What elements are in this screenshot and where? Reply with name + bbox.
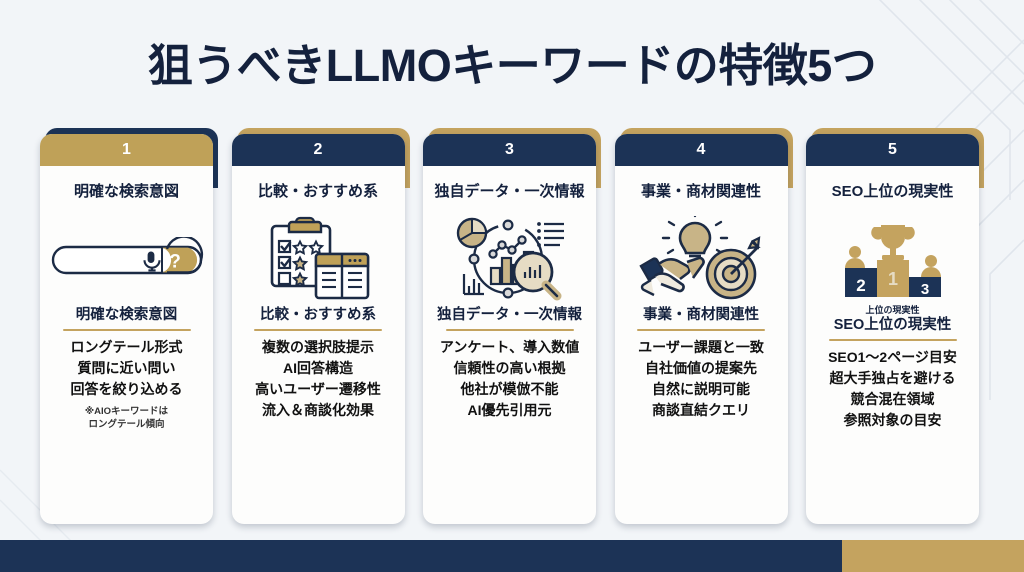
card-icon-caption-5: 上位の現実性 xyxy=(865,305,920,315)
card-footnote-line: ※AIOキーワードは xyxy=(84,405,169,417)
search-bar-with-mic-icon: ? xyxy=(47,211,206,307)
card-surface-3: 3 独自データ・一次情報 xyxy=(423,134,596,524)
card-divider-2 xyxy=(254,328,382,332)
title-area: 狙うべきLLMOキーワードの特徴5つ xyxy=(0,0,1024,122)
card-bullet: 回答を絞り込める xyxy=(70,380,183,397)
card-bullet: 参照対象の目安 xyxy=(843,411,942,428)
target-icon xyxy=(705,236,761,300)
card-divider-5 xyxy=(828,338,957,342)
card-surface-5: 5 SEO上位の現実性 xyxy=(806,134,979,524)
mic-icon xyxy=(142,251,161,272)
feature-card-4[interactable]: 4 事業・商材関連性 xyxy=(614,128,793,526)
card-footnote-line: ロングテール傾向 xyxy=(88,418,165,430)
svg-text:1: 1 xyxy=(887,269,897,289)
card-top-title-2: 比較・おすすめ系 xyxy=(257,182,378,200)
card-body-1: 明確な検索意図 ? xyxy=(40,166,213,524)
feature-card-2[interactable]: 2 比較・おすすめ系 xyxy=(231,128,410,526)
card-bullet: 高いユーザー遷移性 xyxy=(255,380,381,397)
card-divider-4 xyxy=(637,328,765,332)
card-body-4: 事業・商材関連性 xyxy=(615,166,788,524)
card-divider-3 xyxy=(445,328,574,332)
card-subtitle-5: SEO上位の現実性 xyxy=(833,317,952,333)
card-number-badge-3: 3 xyxy=(423,134,596,166)
card-number-badge-1: 1 xyxy=(40,134,213,166)
card-bullet: 競合混在領域 xyxy=(850,390,935,407)
person-figure-left xyxy=(844,246,865,268)
card-bullet: SEO1〜2ページ目安 xyxy=(828,349,957,366)
trophy-icon xyxy=(870,225,915,260)
card-bullets-1: ロングテール形式 質問に近い問い 回答を絞り込める xyxy=(71,339,183,399)
card-bullet: アンケート、導入数値 xyxy=(439,339,580,356)
card-bullets-2: 複数の選択肢提示 AI回答構造 高いユーザー遷移性 流入＆商談化効果 xyxy=(255,339,381,420)
card-surface-2: 2 比較・おすすめ系 xyxy=(231,134,405,524)
card-bullet: AI回答構造 xyxy=(282,360,353,377)
svg-text:2: 2 xyxy=(856,276,865,295)
card-number-badge-5: 5 xyxy=(806,134,979,166)
card-bullets-3: アンケート、導入数値 信頼性の高い根拠 他社が模倣不能 AI優先引用元 xyxy=(440,339,579,420)
clipboard-checklist-comparison-icon xyxy=(239,211,398,307)
card-bullet: 複数の選択肢提示 xyxy=(261,339,374,356)
card-bullet: 質問に近い問い xyxy=(77,360,176,377)
card-bullets-4: ユーザー課題と一致 自社価値の提案先 自然に説明可能 商談直結クエリ xyxy=(638,339,764,420)
podium-first-place xyxy=(876,260,909,297)
person-figure-right xyxy=(920,255,941,277)
card-bullets-5: SEO1〜2ページ目安 超大手独占を避ける 競合混在領域 参照対象の目安 xyxy=(828,349,957,430)
card-top-title-4: 事業・商材関連性 xyxy=(640,182,761,200)
card-bullet: 他社が模倣不能 xyxy=(460,380,559,397)
card-subtitle-2: 比較・おすすめ系 xyxy=(260,307,376,323)
bottom-accent-bar xyxy=(0,540,1024,572)
podium-second-place xyxy=(844,268,877,297)
card-bullet: 流入＆商談化効果 xyxy=(261,401,374,418)
card-bullet: ユーザー課題と一致 xyxy=(638,339,764,356)
bottom-bar-navy-segment xyxy=(0,540,842,572)
card-body-2: 比較・おすすめ系 xyxy=(232,166,405,524)
card-bullet: 商談直結クエリ xyxy=(651,401,750,418)
data-analytics-magnifier-icon xyxy=(430,211,589,307)
card-divider-1 xyxy=(62,328,191,332)
card-top-title-5: SEO上位の現実性 xyxy=(831,182,954,200)
page-title: 狙うべきLLMOキーワードの特徴5つ xyxy=(147,39,877,91)
bottom-bar-gold-segment xyxy=(842,540,1024,572)
feature-cards-row: 1 明確な検索意図 xyxy=(40,128,984,528)
feature-card-1[interactable]: 1 明確な検索意図 xyxy=(40,128,218,526)
card-surface-4: 4 事業・商材関連性 xyxy=(614,134,788,524)
card-body-3: 独自データ・一次情報 xyxy=(423,166,596,524)
svg-text:3: 3 xyxy=(920,281,928,298)
card-number-badge-4: 4 xyxy=(614,134,788,166)
card-surface-1: 1 明確な検索意図 xyxy=(40,134,213,524)
card-footnote-1: ※AIOキーワードは ロングテール傾向 xyxy=(85,406,168,432)
card-bullet: ロングテール形式 xyxy=(70,339,183,356)
handshake-lightbulb-target-icon xyxy=(622,211,781,307)
podium-third-place xyxy=(908,277,941,297)
podium-trophy-ranking-icon: 1 2 3 xyxy=(813,211,972,307)
card-top-title-3: 独自データ・一次情報 xyxy=(434,182,585,200)
card-bullet: AI優先引用元 xyxy=(467,401,552,418)
feature-card-3[interactable]: 3 独自データ・一次情報 xyxy=(423,128,601,526)
card-bullet: 自然に説明可能 xyxy=(651,380,750,397)
card-subtitle-4: 事業・商材関連性 xyxy=(643,307,759,323)
svg-text:?: ? xyxy=(169,252,181,273)
feature-card-5[interactable]: 5 SEO上位の現実性 xyxy=(806,128,984,526)
card-top-title-1: 明確な検索意図 xyxy=(73,182,179,200)
card-number-badge-2: 2 xyxy=(231,134,405,166)
card-subtitle-3: 独自データ・一次情報 xyxy=(437,307,582,323)
card-bullet: 超大手独占を避ける xyxy=(829,370,956,387)
card-bullet: 自社価値の提案先 xyxy=(644,360,757,377)
handshake-icon xyxy=(639,256,705,297)
card-subtitle-1: 明確な検索意図 xyxy=(75,307,178,323)
card-bullet: 信頼性の高い根拠 xyxy=(453,360,566,377)
card-body-5: SEO上位の現実性 xyxy=(806,166,979,524)
